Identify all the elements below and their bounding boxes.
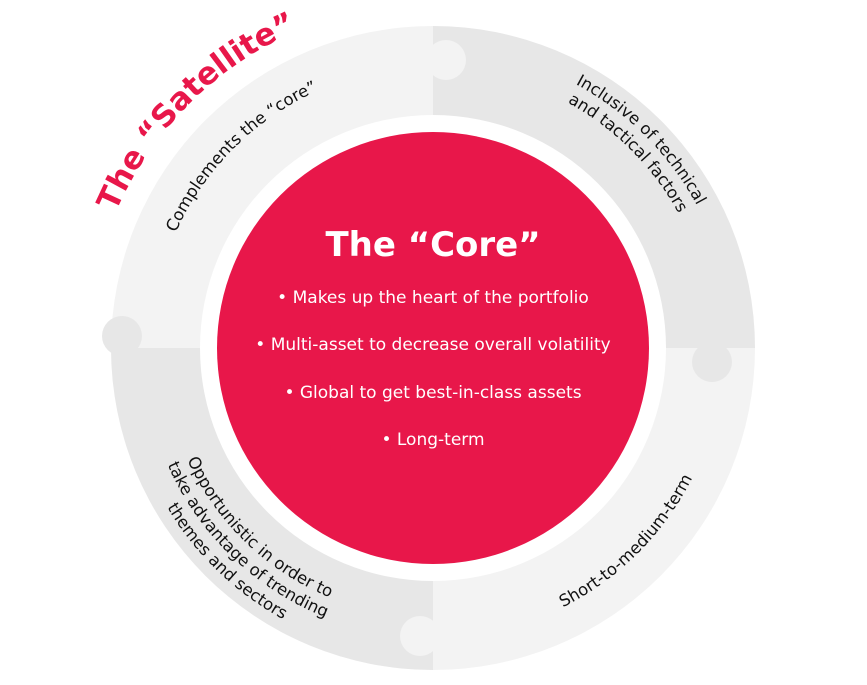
core-item: • Global to get best-in-class assets	[284, 383, 581, 403]
core-item: • Long-term	[381, 430, 484, 450]
puzzle-tab-bottom-right	[400, 616, 440, 656]
puzzle-tab-top-left	[426, 40, 466, 80]
puzzle-tab-bottom-left	[102, 316, 142, 356]
puzzle-tab-top-right	[692, 342, 732, 382]
core-item: • Multi-asset to decrease overall volati…	[255, 335, 610, 355]
core-title: The “Core”	[325, 225, 540, 265]
core-item: • Makes up the heart of the portfolio	[277, 288, 589, 308]
core-circle	[217, 132, 649, 564]
